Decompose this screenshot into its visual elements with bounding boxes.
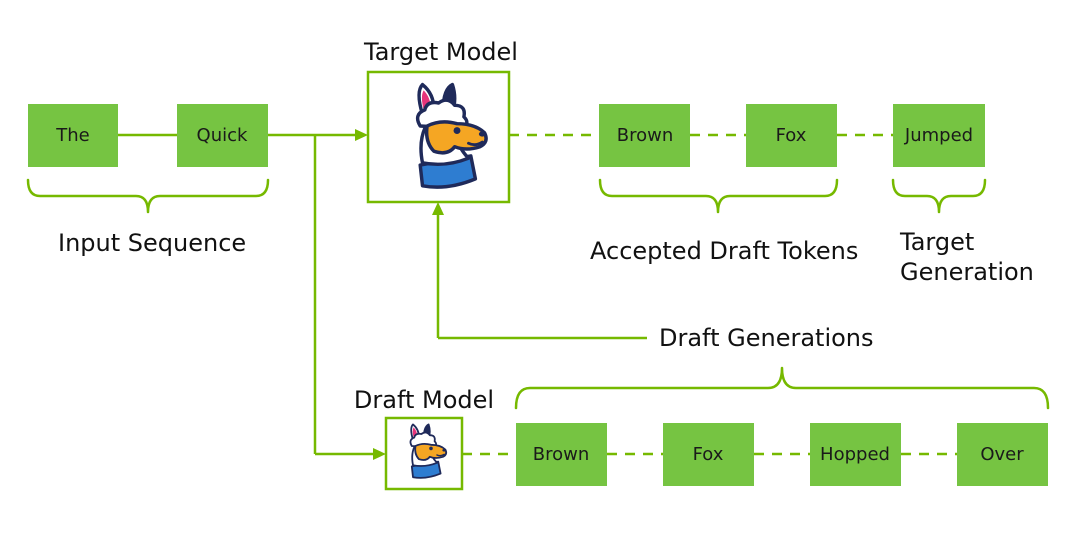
arrowhead-to-target: [355, 129, 368, 141]
draft-token-over-text: Over: [980, 444, 1024, 465]
brace-target-generation: [891, 178, 987, 214]
brace-input-sequence: [26, 178, 270, 214]
target-token-jumped: Jumped: [893, 104, 985, 167]
brace-accepted-tokens: [598, 178, 839, 214]
accepted-token-fox-text: Fox: [776, 125, 807, 146]
draft-token-fox: Fox: [663, 423, 754, 486]
accepted-token-brown-text: Brown: [617, 125, 674, 146]
target-generation-label-line2: Generation: [900, 258, 1034, 286]
draft-model-label: Draft Model: [354, 386, 494, 414]
arrowhead-to-draft: [373, 448, 386, 460]
input-sequence-label: Input Sequence: [58, 229, 246, 257]
target-token-jumped-text: Jumped: [904, 125, 973, 146]
input-token-quick-text: Quick: [197, 125, 248, 146]
draft-token-fox-text: Fox: [693, 444, 724, 465]
input-token-quick: Quick: [177, 104, 268, 167]
draft-token-hopped-text: Hopped: [820, 444, 890, 465]
input-token-the: The: [28, 104, 118, 167]
accepted-draft-tokens-label: Accepted Draft Tokens: [590, 237, 858, 265]
arrowhead-to-target-bottom: [432, 202, 444, 215]
target-generation-label-line1: Target: [899, 228, 974, 256]
draft-token-over: Over: [957, 423, 1048, 486]
draft-token-brown: Brown: [516, 423, 607, 486]
input-token-the-text: The: [55, 125, 89, 146]
accepted-token-fox: Fox: [746, 104, 837, 167]
brace-draft-generations: [514, 366, 1050, 410]
draft-token-brown-text: Brown: [533, 444, 590, 465]
draft-token-hopped: Hopped: [810, 423, 901, 486]
target-model-label: Target Model: [363, 38, 518, 66]
draft-generations-label: Draft Generations: [659, 324, 874, 352]
accepted-token-brown: Brown: [599, 104, 690, 167]
